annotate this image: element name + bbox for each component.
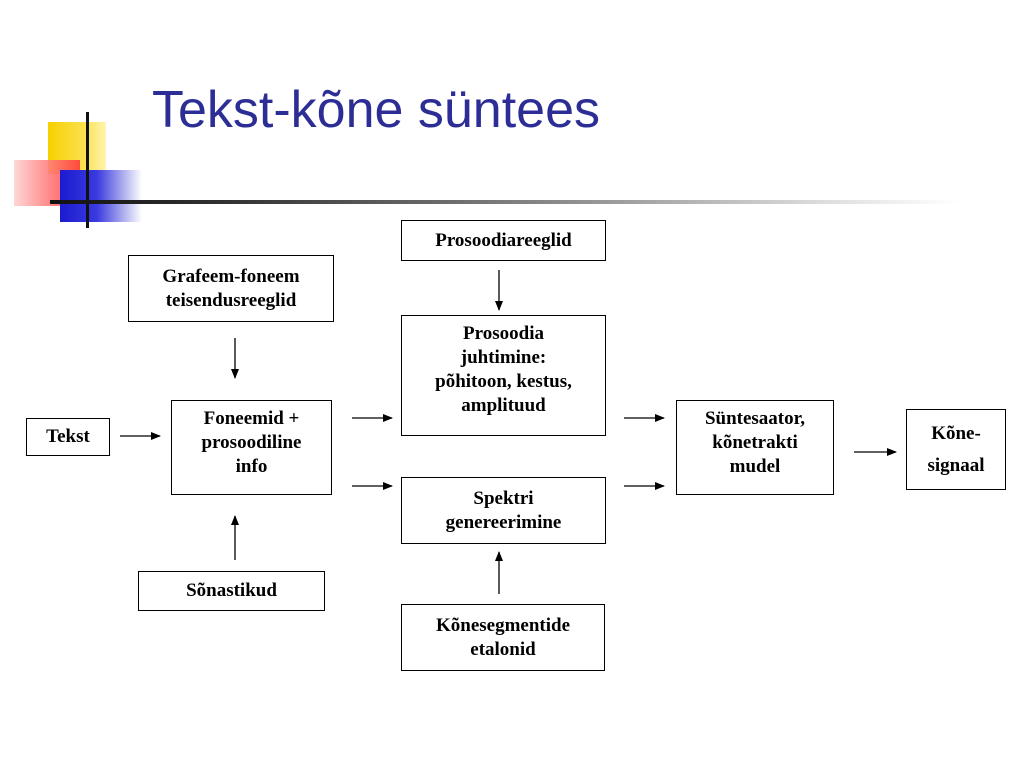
node-label: prosoodiline: [201, 432, 302, 453]
node-label: Süntesaator,: [704, 408, 806, 429]
node-label: kõnetrakti: [712, 432, 798, 453]
title-underline: [50, 200, 960, 204]
node-prosoodia-juhtimine: Prosoodia juhtimine: põhitoon, kestus, a…: [401, 315, 606, 436]
node-foneemid: Foneemid + prosoodiline info: [171, 400, 332, 495]
node-label: põhitoon, kestus,: [435, 371, 572, 392]
node-label: mudel: [729, 456, 781, 477]
node-konesegmentide-etalonid: Kõnesegmentide etalonid: [401, 604, 605, 671]
node-sonastikud: Sõnastikud: [138, 571, 325, 611]
node-suntesaator: Süntesaator, kõnetrakti mudel: [676, 400, 834, 495]
node-label: Grafeem-foneem: [162, 265, 300, 287]
node-label: amplituud: [461, 395, 546, 416]
node-label: signaal: [927, 454, 985, 476]
node-grafeem-foneem: Grafeem-foneem teisendusreeglid: [128, 255, 334, 322]
node-label: Prosoodia: [463, 323, 544, 344]
node-prosoodiareeglid: Prosoodiareeglid: [401, 220, 606, 261]
node-label: Tekst: [46, 426, 90, 447]
node-label: teisendusreeglid: [165, 289, 297, 311]
node-label: Foneemid +: [203, 408, 300, 429]
node-spektri-genereerimine: Spektri genereerimine: [401, 477, 606, 544]
node-label: juhtimine:: [460, 347, 547, 368]
node-label: Kõne-: [931, 422, 981, 444]
slide-title: Tekst-kõne süntees: [152, 81, 601, 139]
node-label: genereerimine: [445, 511, 562, 533]
node-tekst: Tekst: [26, 418, 110, 456]
node-label: etalonid: [470, 638, 536, 660]
node-label: Sõnastikud: [186, 580, 277, 601]
node-label: Kõnesegmentide: [435, 614, 571, 636]
node-label: Prosoodiareeglid: [435, 229, 572, 251]
logo-vertical-line: [86, 112, 89, 228]
node-label: Spektri: [473, 487, 534, 509]
node-label: info: [235, 456, 268, 477]
node-konesignaal: Kõne- signaal: [906, 409, 1006, 490]
logo-blue-square: [60, 170, 142, 222]
